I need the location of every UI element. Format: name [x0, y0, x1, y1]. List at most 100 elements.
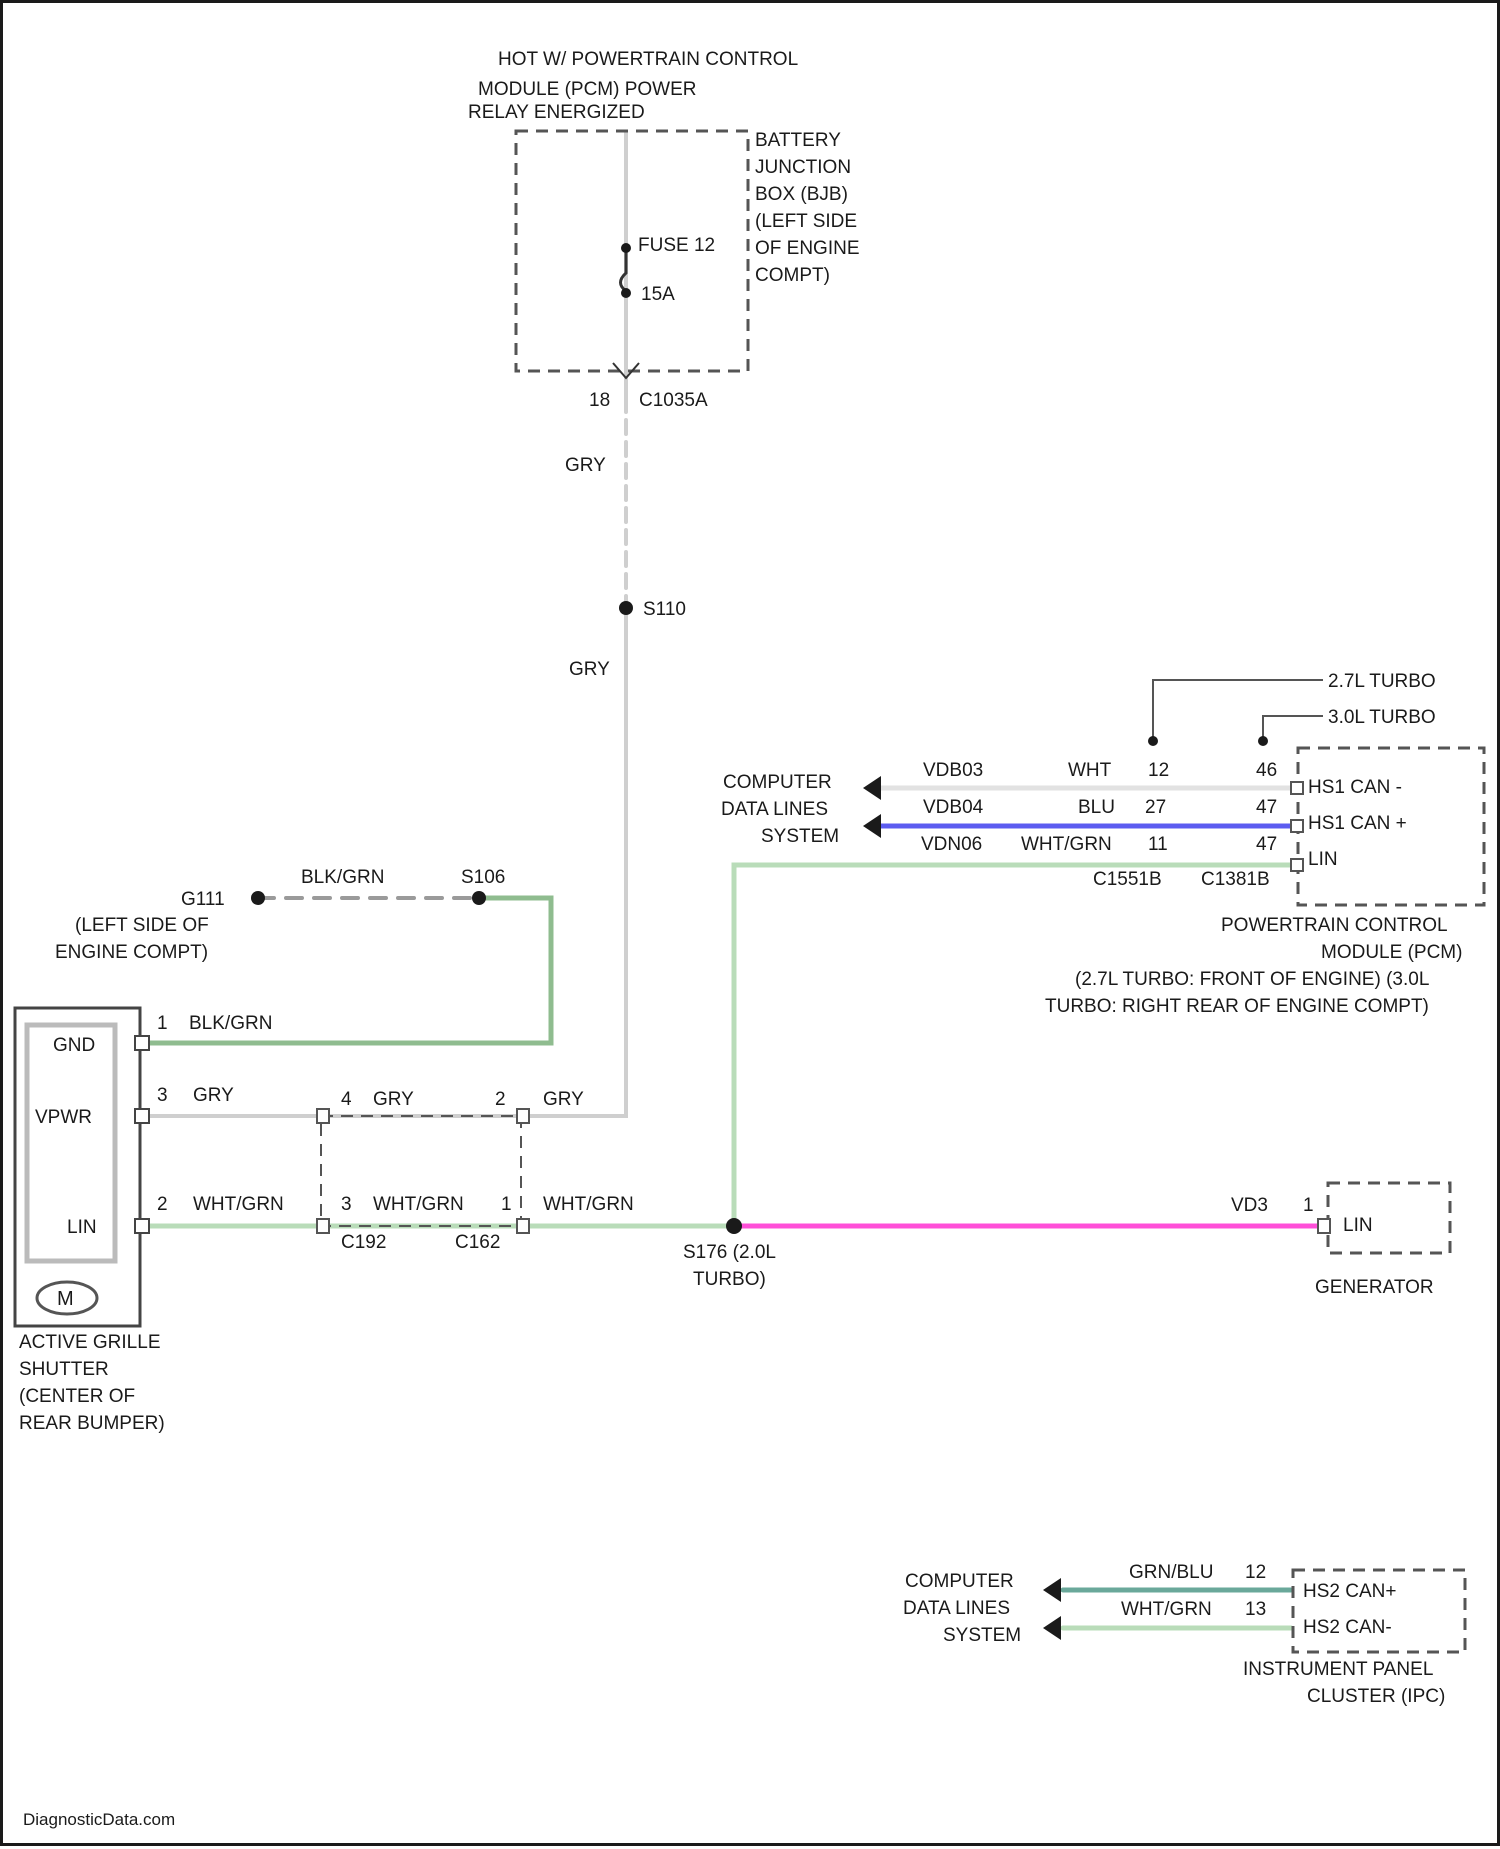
pcm-pin-dot-3-0l — [1258, 736, 1268, 746]
motor-symbol: M — [57, 1288, 74, 1310]
wire-color-label: GRY — [193, 1085, 234, 1106]
bjb-label: JUNCTION — [755, 157, 851, 178]
fuse-terminal-top — [621, 243, 631, 253]
splice-s110-label: S110 — [643, 599, 686, 620]
turbo-3-0l-label: 3.0L TURBO — [1328, 707, 1436, 728]
ground-g111-label: G111 — [181, 889, 225, 910]
cdl-label: COMPUTER — [905, 1571, 1014, 1592]
pin-label: 12 — [1148, 760, 1169, 781]
splice-s106[interactable] — [472, 891, 486, 905]
ags-terminal-gnd — [135, 1036, 149, 1050]
wire-color-label: GRY — [569, 659, 610, 680]
ground-location: (LEFT SIDE OF — [75, 915, 209, 936]
ags-pin-name: VPWR — [35, 1107, 92, 1128]
circuit-label: VDN06 — [921, 834, 982, 855]
connector-c1551b-label: C1551B — [1093, 869, 1162, 890]
ipc-pin-name: HS2 CAN- — [1303, 1617, 1392, 1638]
hot-label-line3: RELAY ENERGIZED — [468, 102, 645, 123]
ags-terminal-lin — [135, 1219, 149, 1233]
pcm-label: (2.7L TURBO: FRONT OF ENGINE) (3.0L — [1075, 969, 1429, 990]
pcm-pin-dot-2-7l — [1148, 736, 1158, 746]
connector-terminal — [317, 1109, 329, 1123]
ipc-label: CLUSTER (IPC) — [1307, 1686, 1445, 1707]
cdl-label: SYSTEM — [943, 1625, 1021, 1646]
arrow-left-icon — [863, 776, 881, 800]
pin-label: 47 — [1256, 797, 1277, 818]
wire-color-label: GRN/BLU — [1129, 1562, 1213, 1583]
wire-color-label: WHT/GRN — [193, 1194, 284, 1215]
connector-c162-label: C162 — [455, 1232, 500, 1253]
pin-label: 2 — [157, 1194, 168, 1215]
bjb-label: BATTERY — [755, 130, 841, 151]
wiring-diagram: M HOT W/ POWERTRAIN CONTROL MODULE (PCM)… — [3, 3, 1500, 1849]
pin-label: 4 — [341, 1089, 352, 1110]
connector-c192-label: C192 — [341, 1232, 386, 1253]
generator-terminal — [1318, 1219, 1330, 1233]
ipc-label: INSTRUMENT PANEL — [1243, 1659, 1433, 1680]
ags-terminal-vpwr — [135, 1109, 149, 1123]
generator-label: GENERATOR — [1315, 1277, 1434, 1298]
pcm-pin-name: LIN — [1308, 849, 1338, 870]
pin-label: 3 — [341, 1194, 352, 1215]
cdl-label: SYSTEM — [761, 826, 839, 847]
hot-label-line1: HOT W/ POWERTRAIN CONTROL — [498, 49, 798, 70]
ground-g111[interactable] — [251, 891, 265, 905]
wire-color-label: WHT/GRN — [543, 1194, 634, 1215]
bjb-label: (LEFT SIDE — [755, 211, 857, 232]
wire-color-label: GRY — [565, 455, 606, 476]
pcm-label: TURBO: RIGHT REAR OF ENGINE COMPT) — [1045, 996, 1429, 1017]
ground-location: ENGINE COMPT) — [55, 942, 208, 963]
splice-s110[interactable] — [619, 601, 633, 615]
pcm-label: MODULE (PCM) — [1321, 942, 1462, 963]
bjb-label: OF ENGINE — [755, 238, 860, 259]
leader-3-0l — [1263, 716, 1323, 741]
wire-color-label: WHT/GRN — [373, 1194, 464, 1215]
ags-label: (CENTER OF — [19, 1386, 135, 1407]
splice-s176-label: TURBO) — [693, 1269, 766, 1290]
connector-terminal — [517, 1109, 529, 1123]
connector-c1381b-label: C1381B — [1201, 869, 1270, 890]
pcm-pin-name: HS1 CAN - — [1308, 777, 1402, 798]
wire-color-label: WHT/GRN — [1021, 834, 1112, 855]
pin-label: 47 — [1256, 834, 1277, 855]
fuse-rating: 15A — [641, 284, 675, 305]
wire-gry-s110 — [523, 608, 626, 1116]
pcm-terminal — [1291, 782, 1303, 794]
ags-label: SHUTTER — [19, 1359, 109, 1380]
pin-label: 13 — [1245, 1599, 1266, 1620]
watermark: DiagnosticData.com — [23, 1810, 175, 1829]
connector-terminal — [517, 1219, 529, 1233]
pin-label: 46 — [1256, 760, 1277, 781]
splice-s106-label: S106 — [461, 867, 505, 888]
ipc-pin-name: HS2 CAN+ — [1303, 1581, 1396, 1602]
ags-label: REAR BUMPER) — [19, 1413, 165, 1434]
pin-label: 12 — [1245, 1562, 1266, 1583]
wire-wht-grn-lin-pcm — [734, 865, 1301, 1226]
hot-label-line2: MODULE (PCM) POWER — [478, 79, 697, 100]
cdl-label: COMPUTER — [723, 772, 832, 793]
pin-label: 2 — [495, 1089, 506, 1110]
wire-color-label: GRY — [373, 1089, 414, 1110]
splice-s176[interactable] — [726, 1218, 742, 1234]
pin-label: 3 — [157, 1085, 168, 1106]
pin-label: 1 — [157, 1013, 168, 1034]
circuit-label: VD3 — [1231, 1195, 1268, 1216]
arrow-left-icon — [1043, 1578, 1061, 1602]
ags-pin-name: GND — [53, 1035, 95, 1056]
connector-terminal — [317, 1219, 329, 1233]
leader-2-7l — [1153, 680, 1323, 741]
arrow-left-icon — [863, 814, 881, 838]
ags-pin-name: LIN — [67, 1217, 97, 1238]
wire-color-label: BLK/GRN — [189, 1013, 272, 1034]
arrow-left-icon — [1043, 1616, 1061, 1640]
connector-c1035a-label: C1035A — [639, 390, 708, 411]
cdl-label: DATA LINES — [903, 1598, 1010, 1619]
wire-color-label: WHT/GRN — [1121, 1599, 1212, 1620]
generator-pin-name: LIN — [1343, 1215, 1373, 1236]
pcm-terminal — [1291, 820, 1303, 832]
pin-label: 1 — [501, 1194, 512, 1215]
wire-color-label: WHT — [1068, 760, 1112, 781]
cdl-label: DATA LINES — [721, 799, 828, 820]
pin-label: 1 — [1303, 1195, 1314, 1216]
